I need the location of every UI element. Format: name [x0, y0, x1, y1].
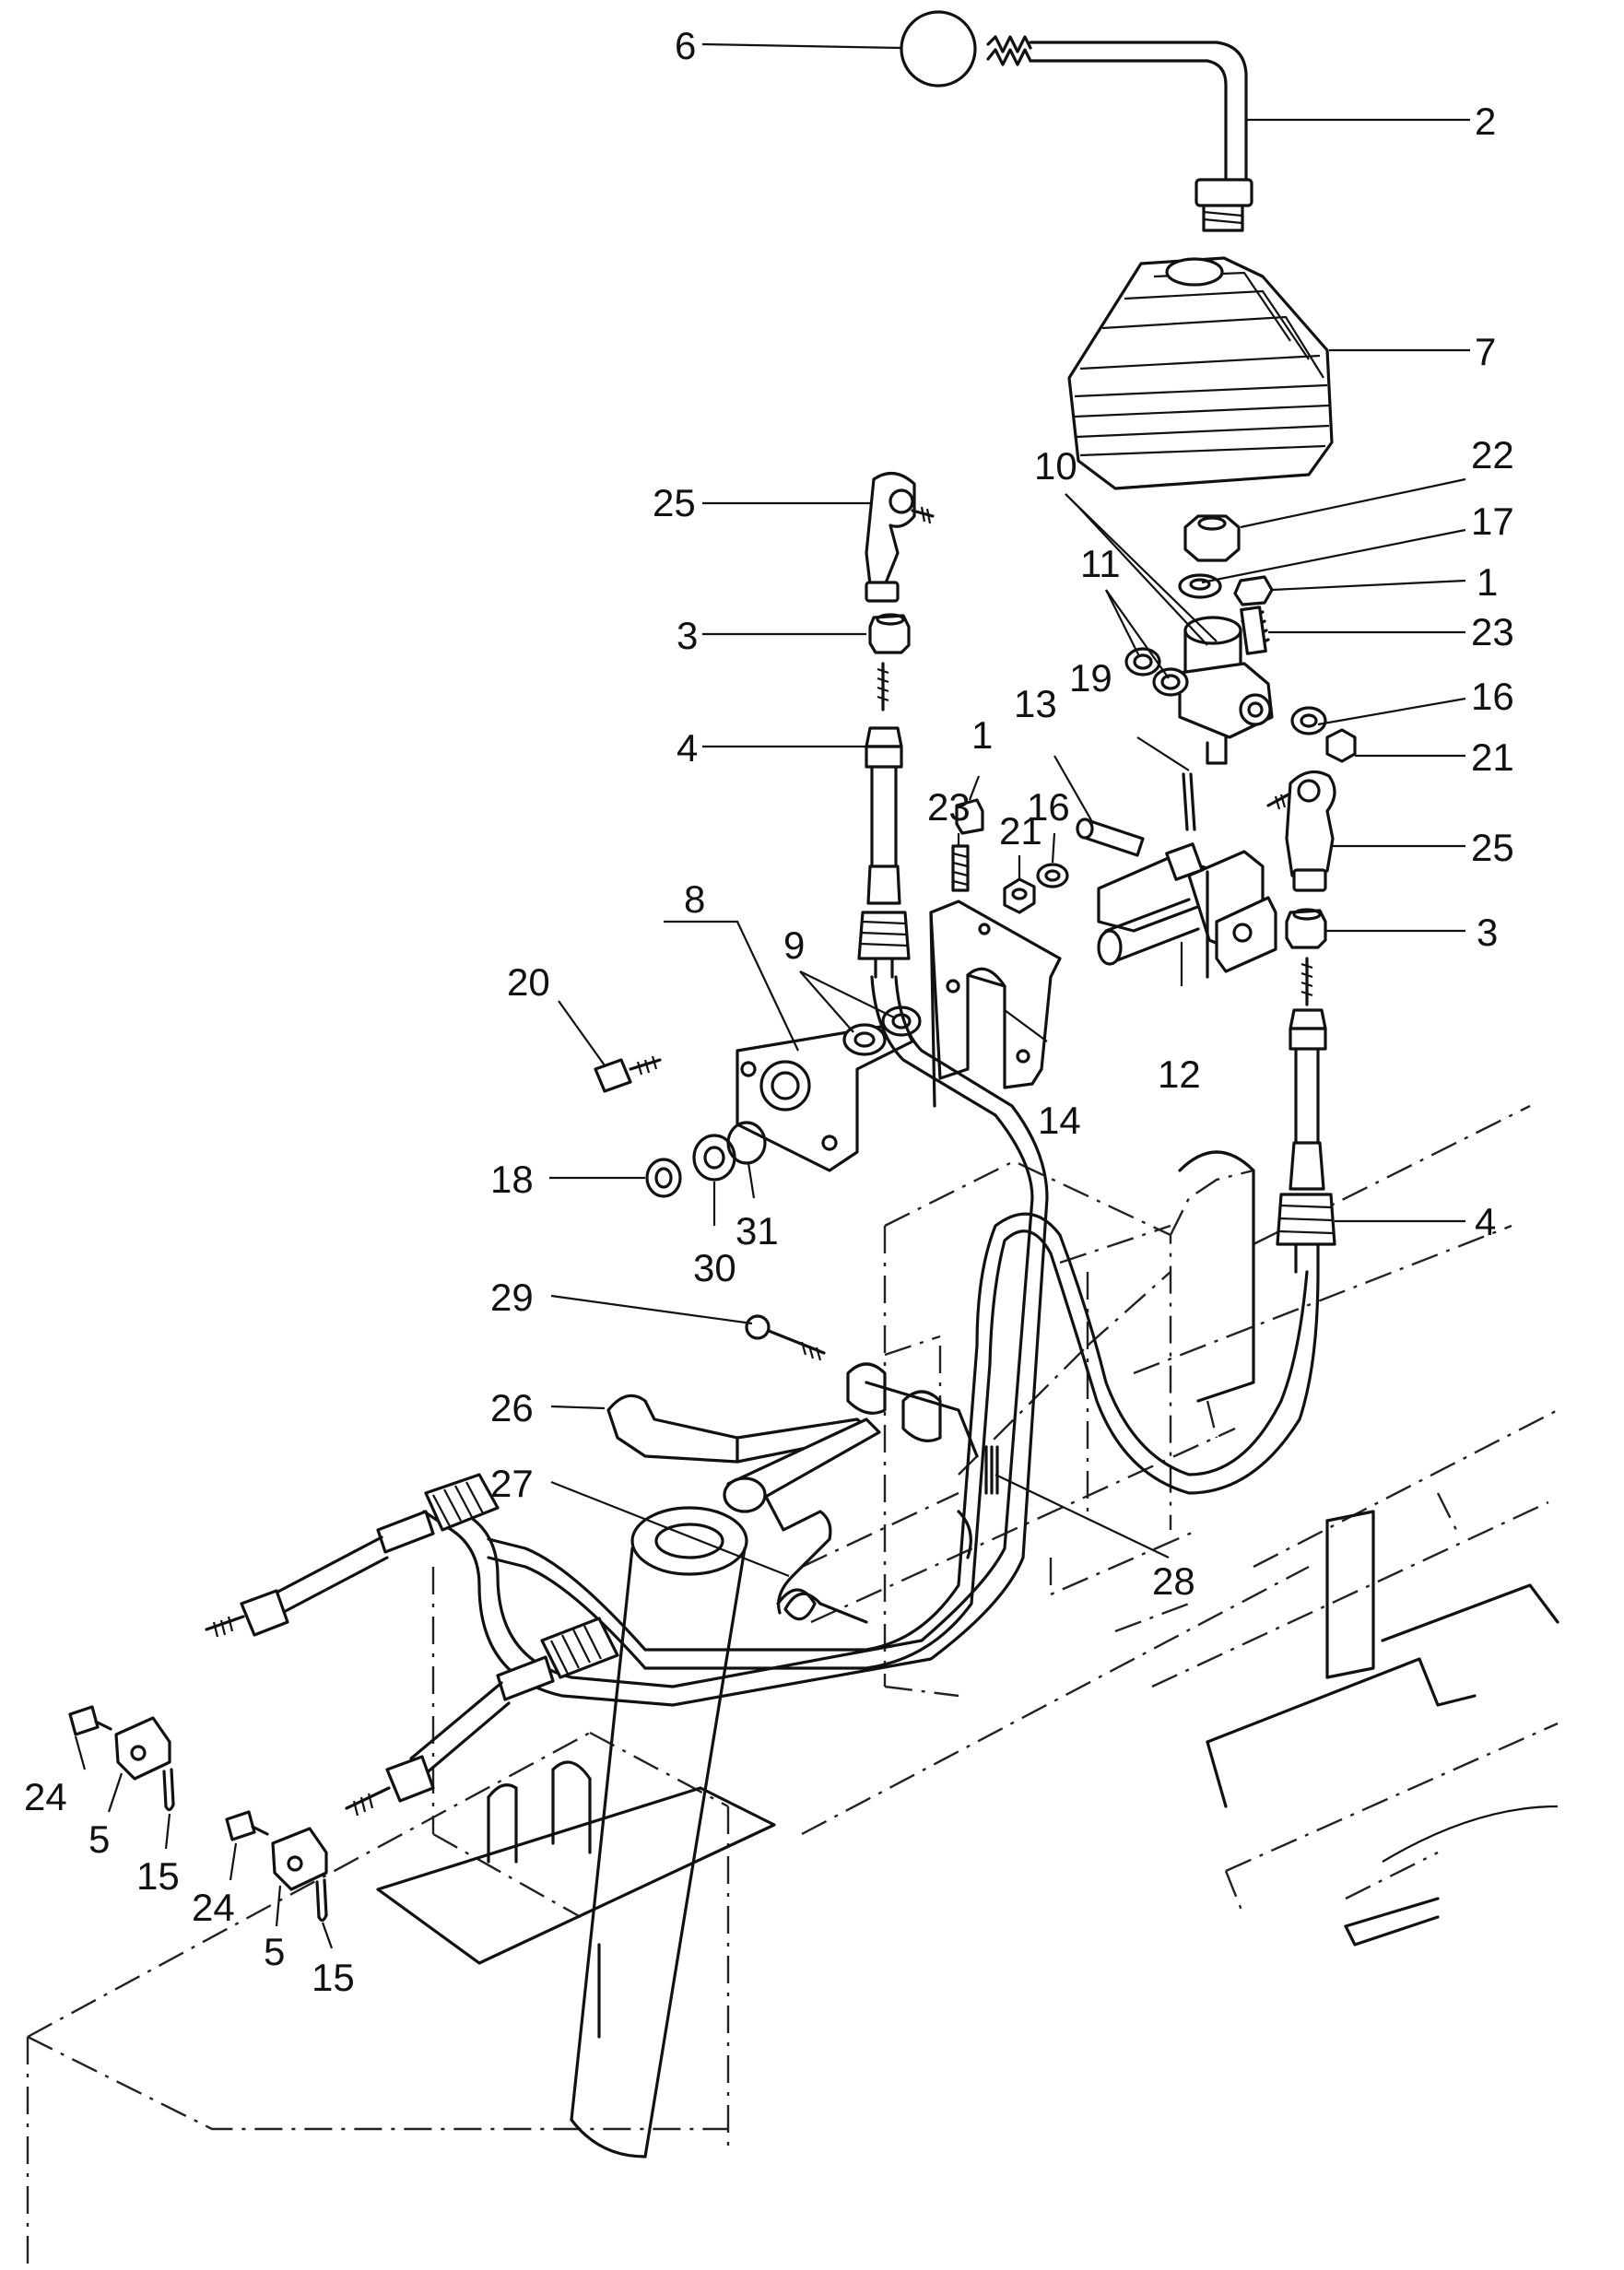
cable-4-left [857, 662, 911, 979]
callout-22: 22 [1471, 433, 1514, 476]
clip-28 [984, 1445, 999, 1495]
callout-14: 14 [1038, 1099, 1081, 1142]
callout-2: 2 [1475, 100, 1496, 143]
washer-17 [1178, 573, 1222, 599]
cotter-pin-19 [1182, 772, 1196, 831]
callout-12: 12 [1158, 1053, 1201, 1096]
callout-25: 25 [653, 481, 696, 524]
nut-3-left [868, 613, 911, 654]
bolt-20 [594, 1055, 662, 1093]
set-screw-23-mid [951, 844, 970, 892]
callout-8: 8 [684, 877, 705, 921]
callout-21: 21 [1471, 735, 1514, 779]
rubber-boot [1067, 256, 1334, 490]
cable-routing [422, 975, 1320, 1707]
callout-10: 10 [1034, 444, 1077, 488]
pivot-bracket-12 [1097, 842, 1277, 979]
callout-23: 23 [1471, 610, 1514, 653]
plate-8 [736, 1021, 914, 1172]
shift-knob [900, 10, 977, 88]
callout-16: 16 [1027, 785, 1070, 829]
nut-21-mid [1003, 877, 1036, 914]
callout-17: 17 [1471, 500, 1514, 543]
callout-5: 5 [264, 1930, 285, 1973]
ball-joint-25-right [1266, 770, 1336, 892]
callout-28: 28 [1152, 1559, 1195, 1603]
shift-lever [986, 35, 1253, 232]
leader-lines [74, 42, 1470, 1949]
callout-15: 15 [136, 1854, 180, 1898]
pedal-26 [606, 1394, 881, 1513]
platform-outline [1206, 1510, 1559, 1947]
clevis-5-upper [114, 1716, 171, 1781]
console-frame [883, 1150, 1255, 1698]
callout-24: 24 [24, 1775, 67, 1818]
callout-4: 4 [677, 726, 698, 770]
pedal-bracket [846, 1362, 979, 1559]
callout-24: 24 [192, 1886, 235, 1929]
callout-18: 18 [490, 1158, 534, 1201]
washer-30 [692, 1134, 736, 1182]
callout-26: 26 [490, 1386, 534, 1429]
callout-21: 21 [999, 809, 1042, 853]
callout-labels: 6 2 7 10 22 25 17 11 1 3 23 19 13 16 4 1… [24, 24, 1514, 1999]
callout-9: 9 [783, 923, 805, 967]
cotter-pin-15-lower [315, 1878, 328, 1923]
cable-end-upper [205, 1473, 500, 1638]
callout-29: 29 [490, 1276, 534, 1319]
washer-16-top [1290, 706, 1327, 735]
nut-3-right [1285, 908, 1327, 949]
callout-3: 3 [677, 614, 698, 657]
callout-23: 23 [927, 785, 971, 829]
clevis-5-lower [271, 1827, 328, 1891]
cable-end-lower [345, 1617, 619, 1817]
callout-20: 20 [507, 960, 550, 1004]
callout-13: 13 [1014, 682, 1057, 725]
cable-4-right [1276, 957, 1336, 1274]
washer-16-mid [1036, 863, 1069, 888]
support-pipe [570, 1506, 748, 2158]
pivot-shaft [1097, 898, 1200, 966]
ball-joint-25-left [865, 472, 935, 603]
o-ring-31 [726, 1121, 767, 1165]
callout-30: 30 [693, 1246, 736, 1289]
pin-24-lower [225, 1810, 269, 1841]
callout-7: 7 [1475, 330, 1496, 373]
callout-27: 27 [490, 1462, 534, 1505]
bolt-29 [745, 1314, 826, 1361]
callout-16: 16 [1471, 675, 1514, 718]
nut-1-top [1233, 575, 1274, 606]
bushings-9 [842, 1006, 922, 1056]
callout-1: 1 [971, 713, 993, 757]
set-screw-23-top [1240, 606, 1270, 655]
pin-13 [1076, 817, 1145, 857]
mounting-plate [376, 1760, 776, 2039]
callout-19: 19 [1069, 656, 1112, 700]
nut-1-mid [955, 798, 984, 835]
callout-4: 4 [1475, 1200, 1496, 1243]
callout-3: 3 [1477, 911, 1498, 954]
pin-24-upper [68, 1705, 112, 1736]
cotter-pin-15-upper [162, 1768, 175, 1812]
nut-21-top [1325, 728, 1357, 763]
bracket-14 [929, 900, 1062, 1108]
circlip-18 [645, 1158, 682, 1198]
lever-socket [1178, 616, 1274, 765]
callout-5: 5 [88, 1817, 110, 1861]
callout-6: 6 [675, 24, 696, 67]
bushings-11 [1124, 647, 1189, 697]
machine-outline [26, 1104, 1559, 2270]
callout-1: 1 [1477, 560, 1498, 604]
nut-22 [1183, 514, 1241, 562]
callout-31: 31 [736, 1209, 779, 1253]
callout-11: 11 [1080, 542, 1121, 585]
callout-25: 25 [1471, 826, 1514, 869]
spring-27 [763, 1493, 868, 1624]
callout-15: 15 [312, 1956, 355, 1999]
